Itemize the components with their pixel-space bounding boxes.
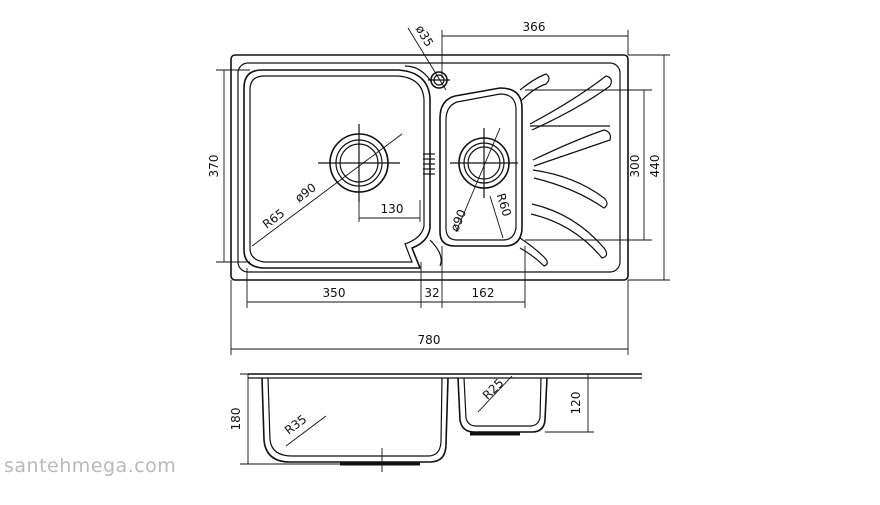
dim-right-section: 366 (523, 20, 546, 34)
side-right-bowl (457, 377, 548, 433)
watermark: santehmega.com (4, 455, 177, 477)
top-view (230, 54, 629, 281)
dim-left-drain: ø90 (292, 180, 318, 205)
left-drain (318, 124, 400, 202)
dim-left-bowl-width: 350 (323, 286, 346, 300)
drainboard-grooves (519, 73, 612, 267)
top-view-dimensions (216, 27, 670, 355)
dim-drain-offset: 130 (381, 202, 404, 216)
dim-left-bottom-radius: R35 (282, 412, 309, 437)
dim-divider-width: 32 (424, 286, 439, 300)
dim-overall-height: 440 (648, 155, 662, 178)
dim-tap-hole: ø35 (413, 23, 436, 50)
overflow-slots (423, 153, 435, 175)
dim-left-radius: R65 (260, 206, 287, 231)
side-left-bowl (261, 377, 449, 463)
dim-right-bowl-width: 162 (472, 286, 495, 300)
dim-right-drain: ø90 (447, 207, 469, 233)
dim-right-depth: 120 (569, 392, 583, 415)
dim-drainboard-height: 300 (628, 155, 642, 178)
sink-outer-rim (230, 54, 629, 281)
dim-left-bowl-height: 370 (207, 155, 221, 178)
side-view-dimensions (240, 373, 594, 472)
dim-overall-width: 780 (418, 333, 441, 347)
left-bowl-outline (243, 69, 431, 269)
right-bowl-outline (439, 87, 523, 247)
left-bowl-inner (249, 75, 425, 263)
tap-hole (428, 71, 450, 89)
side-view (248, 373, 642, 466)
right-bowl-inner (445, 93, 517, 241)
dim-right-bottom-radius: R25 (480, 376, 507, 403)
right-drain (450, 128, 518, 198)
bowl-connector (404, 65, 442, 267)
dim-left-depth: 180 (229, 408, 243, 431)
dim-right-radius: R60 (494, 191, 514, 218)
